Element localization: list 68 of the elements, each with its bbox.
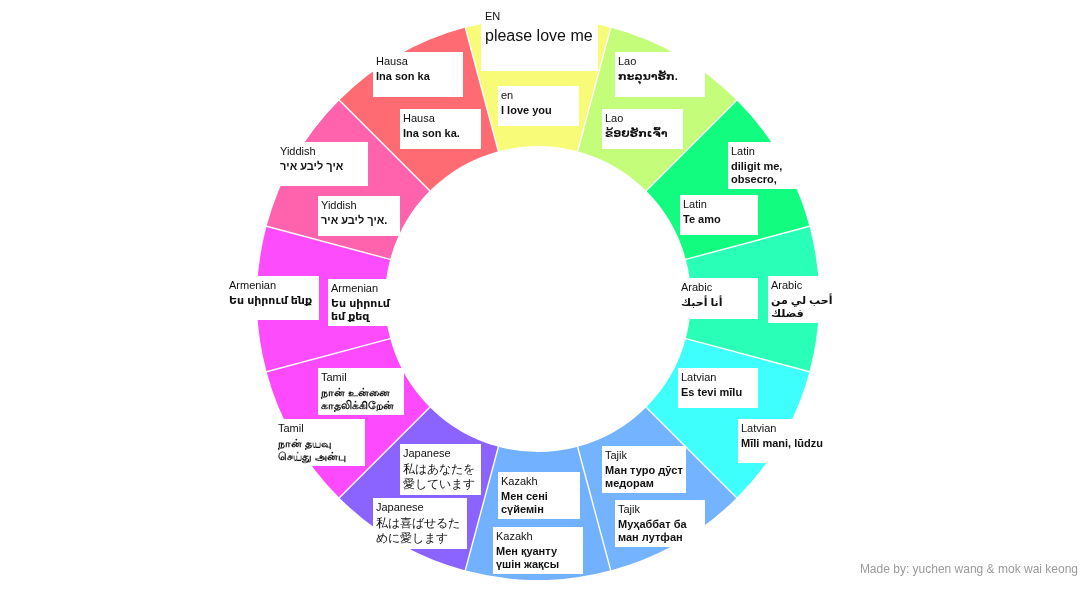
translation-card	[275, 419, 365, 466]
language-name: Armenian	[229, 279, 278, 292]
phrase-text: איך ליבע איר.	[321, 214, 389, 227]
phrase-text: Es tevi mīlu	[681, 386, 744, 399]
language-name: Kazakh	[496, 530, 534, 543]
phrase-text: ຂ້ອຍຮັກເຈົ້າ	[605, 127, 669, 140]
phrase-text: diligit me, obsecro,	[731, 160, 784, 186]
phrase-text: Te amo	[683, 213, 722, 226]
translation-card	[678, 278, 758, 319]
translation-card	[602, 446, 686, 493]
phrase-text: Муҳаббат ба ман лутфан	[618, 518, 688, 544]
phrase-text: I love you	[501, 104, 553, 117]
credit-text: Made by: yuchen wang & mok wai keong	[859, 562, 1078, 576]
language-name: en	[501, 89, 515, 102]
phrase-text: أحب لي من فضلك	[771, 294, 834, 320]
phrase-text: நான் உன்னை காதலிக்கிறேன்	[321, 386, 395, 412]
phrase-text: நான் தயவு செய்து அன்பு	[278, 437, 348, 463]
translation-card	[318, 368, 404, 415]
language-name: Arabic	[681, 281, 714, 294]
phrase-text: Ман туро дӯст медорам	[605, 464, 684, 490]
translation-card	[318, 196, 400, 236]
translation-card	[678, 368, 758, 408]
phrase-text: Mīli mani, lūdzu	[741, 437, 824, 450]
translation-card	[373, 498, 467, 549]
translation-card	[373, 52, 463, 97]
phrase-text: Ես սիրում եմ քեզ	[331, 297, 392, 323]
translation-card	[226, 276, 319, 320]
phrase-text: 私は喜ばせるために愛します	[376, 516, 461, 546]
translation-card	[680, 195, 758, 235]
translation-card	[493, 527, 583, 574]
language-name: Yiddish	[321, 199, 358, 212]
language-name: Tajik	[618, 503, 641, 516]
phrase-text: Ina son ka.	[403, 127, 461, 140]
language-name: Lao	[618, 55, 638, 68]
language-name: Latin	[683, 198, 708, 211]
phrase-text: ກະລຸນາຮັກ.	[618, 70, 703, 83]
language-name: Lao	[605, 112, 625, 125]
language-name: Latvian	[741, 422, 778, 435]
language-name: Hausa	[403, 112, 436, 125]
language-name: Tajik	[605, 449, 628, 462]
language-name: Arabic	[771, 279, 804, 292]
translation-card	[400, 444, 481, 495]
language-name: Latin	[731, 145, 756, 158]
phrase-text: Мен сені сүйемін	[501, 490, 549, 516]
language-name: Hausa	[376, 55, 409, 68]
phrase-text: please love me	[485, 26, 594, 46]
phrase-text: איך ליבע איר	[280, 160, 345, 173]
translation-card	[615, 52, 705, 97]
language-name: Kazakh	[501, 475, 539, 488]
language-name: Tamil	[278, 422, 305, 435]
translation-card	[498, 86, 579, 126]
phrase-text: 私はあなたを愛しています	[403, 462, 476, 492]
language-name: Yiddish	[280, 145, 317, 158]
translation-card	[615, 500, 705, 547]
language-name: Latvian	[681, 371, 718, 384]
phrase-text: Мен қуанту үшін жақсы	[496, 545, 561, 571]
translation-card	[498, 472, 580, 519]
language-name: Tamil	[321, 371, 348, 384]
translation-card	[277, 142, 368, 186]
phrase-text: Ես սիրում ենք	[229, 294, 314, 307]
language-name: Japanese	[376, 501, 425, 514]
phrase-text: Ina son ka	[376, 70, 431, 83]
translation-card	[400, 109, 481, 149]
phrase-text: أنا أحبك	[681, 296, 724, 309]
translation-card	[602, 109, 683, 149]
language-name: Armenian	[331, 282, 380, 295]
language-name: EN	[485, 9, 502, 23]
language-name: Japanese	[403, 447, 452, 460]
